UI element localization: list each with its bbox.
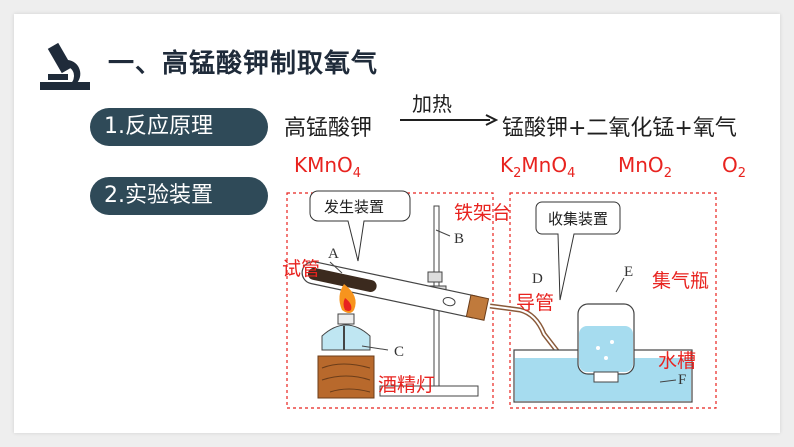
equation-products: 锰酸钾+二氧化锰+氧气 <box>502 116 737 141</box>
formula-o2: O2 <box>722 153 747 181</box>
section-reaction-principle: 1.反应原理 <box>90 108 268 146</box>
test-tube <box>301 261 486 319</box>
stopper <box>465 294 490 321</box>
formula-kmno4: KMnO4 <box>294 153 362 181</box>
label-test-tube: 试管 <box>282 258 321 280</box>
collector-callout <box>535 201 621 301</box>
section-apparatus: 2.实验装置 <box>90 177 268 215</box>
letter-b: B <box>454 231 464 247</box>
formula-k2mno4: K2MnO4 <box>500 153 576 181</box>
collector-callout-text: 收集装置 <box>548 210 608 228</box>
letter-e: E <box>624 264 633 280</box>
reaction-arrow <box>400 114 498 126</box>
formula-mno2: MnO2 <box>618 153 672 181</box>
wooden-block <box>317 355 375 399</box>
letter-a: A <box>328 246 339 262</box>
label-gas-bottle: 集气瓶 <box>652 270 710 292</box>
label-water-trough: 水槽 <box>658 350 697 372</box>
generator-callout-text: 发生装置 <box>324 198 384 216</box>
generator-callout <box>309 190 411 262</box>
stand-base <box>379 385 479 397</box>
letter-c: C <box>394 344 404 360</box>
letter-d: D <box>532 271 543 287</box>
equation-reactant: 高锰酸钾 <box>284 116 373 141</box>
flame <box>339 284 356 313</box>
microscope-icon <box>40 42 90 90</box>
page-title: 一、高锰酸钾制取氧气 <box>108 49 379 79</box>
letter-f: F <box>678 372 686 388</box>
equation-condition: 加热 <box>412 92 452 116</box>
label-delivery-tube: 导管 <box>516 292 555 314</box>
label-iron-stand: 铁架台 <box>454 202 512 224</box>
collector-box <box>509 192 717 409</box>
label-alcohol-lamp: 酒精灯 <box>378 374 436 396</box>
